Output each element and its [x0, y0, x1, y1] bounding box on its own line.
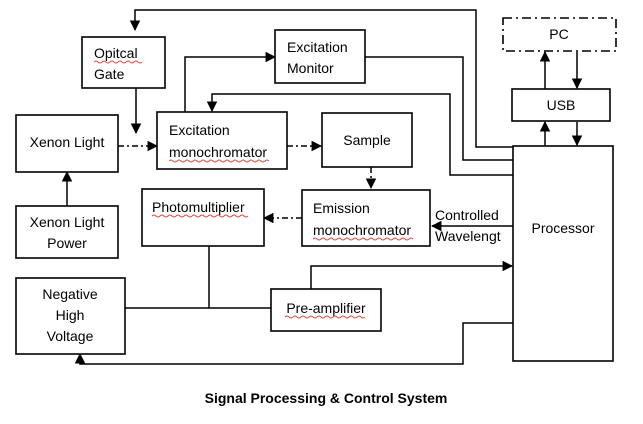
xenon-light-box [15, 114, 119, 173]
excitation-monochromator-line1: Excitation [169, 122, 230, 138]
excitation-monitor-line2: Monitor [287, 60, 334, 76]
excitation-monochromator-box [156, 111, 288, 170]
optical-gate-line2: Gate [94, 66, 125, 82]
excitation-monochromator-line2: monochromator [169, 144, 267, 160]
pc-box [502, 17, 617, 52]
diagram-caption: Signal Processing & Control System [205, 390, 448, 406]
connector-processor-to-optical-gate [129, 9, 523, 148]
usb-label: USB [547, 97, 576, 113]
connector-monitor-to-processor [365, 56, 513, 161]
sample-box [321, 112, 413, 168]
emission-monochromator-box [301, 189, 431, 247]
sample-label: Sample [343, 132, 391, 148]
connector-processor-to-neg-hv [74, 322, 513, 365]
xenon-light-power-line2: Power [47, 235, 87, 251]
spell-squiggle-photomultiplier [151, 214, 249, 218]
negative-high-voltage-box [15, 277, 126, 355]
xenon-light-label: Xenon Light [30, 134, 105, 150]
negative-hv-line2: High [56, 307, 85, 323]
spell-squiggle-pre-amplifier [284, 315, 366, 319]
usb-box [511, 88, 611, 122]
xenon-light-power-box [15, 205, 119, 259]
pre-amplifier-label: Pre-amplifier [286, 300, 366, 316]
photomultiplier-box [141, 188, 265, 247]
processor-label: Processor [531, 220, 594, 236]
emission-monochromator-line2: monochromator [313, 222, 411, 238]
controlled-wavelength-line2: Wavelengt [435, 228, 501, 244]
xenon-light-power-line1: Xenon Light [30, 214, 105, 230]
photomultiplier-label: Photomultiplier [152, 199, 245, 215]
connector-photomultiplier-to-preamp [208, 246, 271, 309]
spell-squiggle-excitation-mono [168, 159, 270, 163]
spell-squiggle-opitcal [93, 60, 143, 64]
pc-label: PC [549, 26, 568, 42]
controlled-wavelength-line1: Controlled [435, 207, 499, 223]
spell-squiggle-emission-mono [312, 237, 414, 241]
optical-gate-line1: Opitcal [94, 45, 138, 61]
connector-excitation-mono-to-monitor [184, 51, 277, 112]
negative-hv-line1: Negative [42, 286, 97, 302]
connector-preamp-to-processor [310, 260, 514, 289]
excitation-monitor-line1: Excitation [287, 39, 348, 55]
processor-box [512, 145, 614, 362]
excitation-monitor-box [274, 29, 366, 84]
pre-amplifier-box [270, 288, 382, 332]
connector-processor-to-excitation-mono [206, 93, 513, 176]
negative-hv-line3: Voltage [47, 328, 94, 344]
emission-monochromator-line1: Emission [313, 200, 370, 216]
